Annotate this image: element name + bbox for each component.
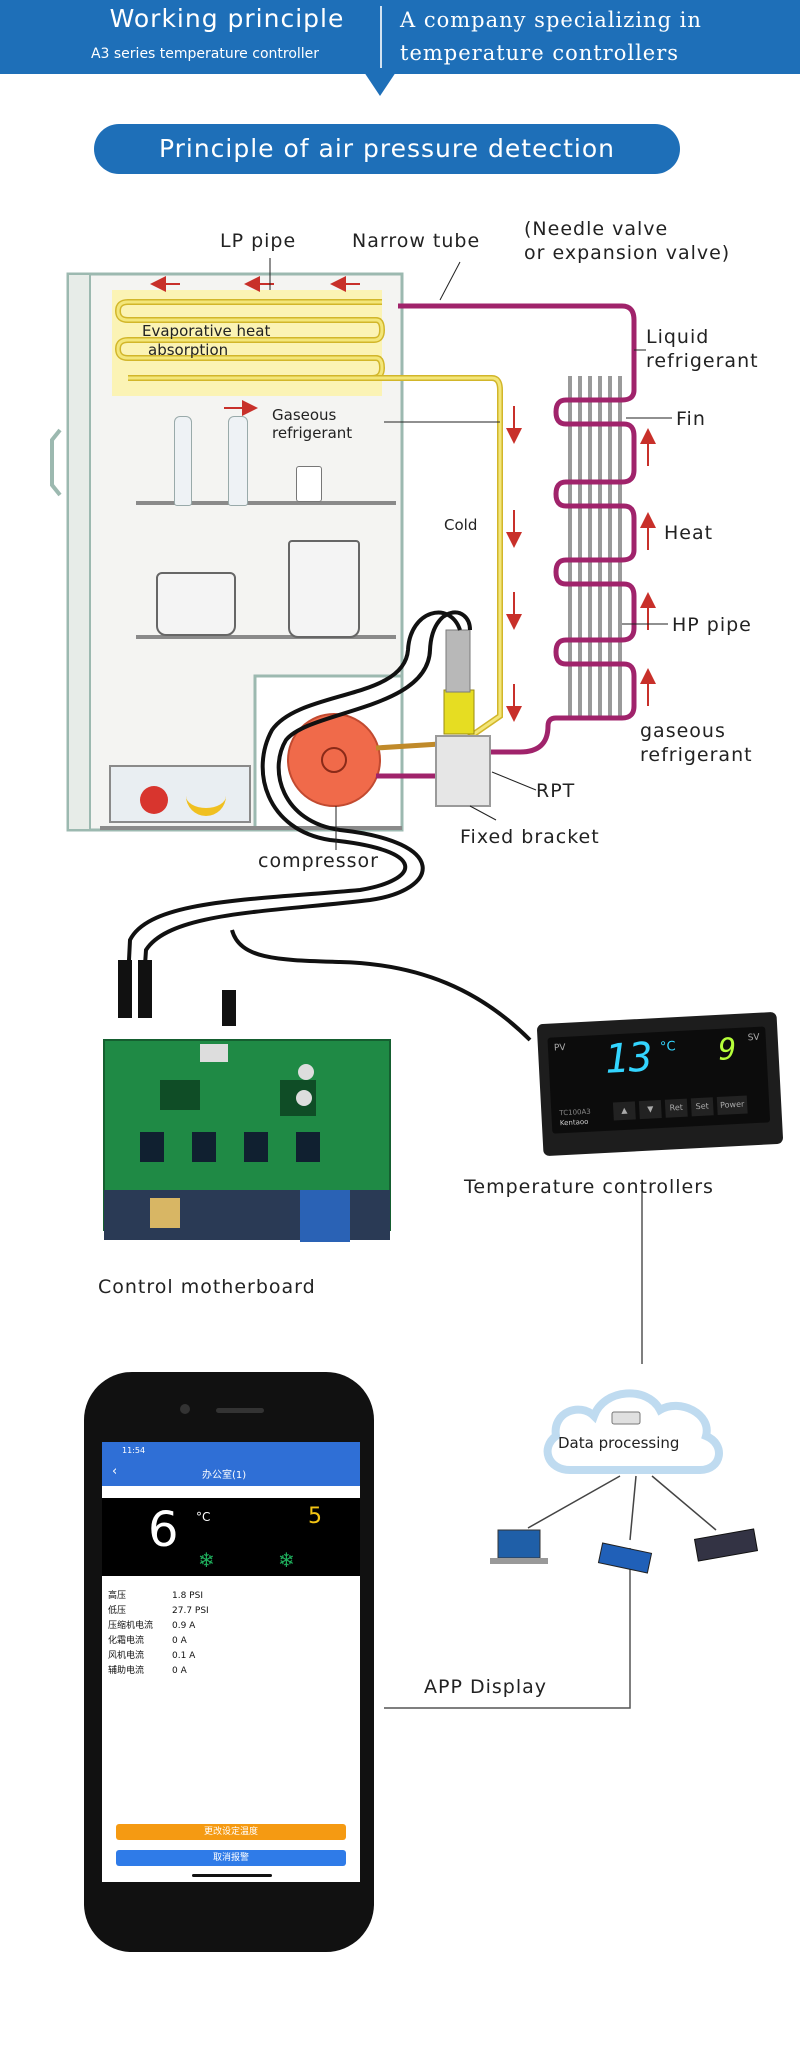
label-valve-line-1: (Needle valve (524, 218, 669, 240)
apple-icon (140, 786, 168, 814)
tagline-line-1: A company specializing in (400, 8, 702, 32)
control-motherboard (103, 1039, 391, 1242)
phone-time: 11:54 (122, 1446, 146, 1455)
crisper-drawer (109, 765, 251, 823)
controller-brand: Kentaoo (559, 1117, 589, 1128)
controller-power-button[interactable]: Power (716, 1095, 748, 1116)
header-title: Working principle (109, 4, 345, 33)
banana-icon (186, 782, 226, 816)
header-tagline: A company specializing in temperature co… (400, 4, 795, 70)
controller-set-button[interactable]: Set (690, 1097, 714, 1117)
hp-pipe (398, 303, 637, 755)
temperature-controller: PV SV 13 °C 9 TC100A3 Kentaoo ▲ ▼ Ret Se… (536, 1011, 784, 1157)
label-rpt: RPT (536, 780, 576, 802)
controller-up-button[interactable]: ▲ (612, 1101, 636, 1121)
controller-sv-value: 9 (717, 1031, 738, 1068)
controller-model: TC100A3 (559, 1107, 591, 1118)
phone-temp-panel: 6 °C 5 ❄ ❄ (102, 1498, 360, 1576)
label-cold: Cold (444, 516, 478, 534)
label-gaseous2-line-2: refrigerant (640, 744, 753, 766)
stock-pot-icon (288, 540, 360, 638)
condenser-fins (568, 376, 622, 720)
change-setpoint-button[interactable]: 更改设定温度 (116, 1824, 346, 1840)
cable-connector (222, 990, 236, 1026)
controller-buttons: ▲ ▼ Ret Set Power (612, 1095, 748, 1121)
label-liquid-line-1: Liquid (646, 326, 710, 348)
label-temperature-controllers: Temperature controllers (464, 1176, 714, 1198)
label-app-display: APP Display (424, 1676, 547, 1698)
phone-camera (180, 1404, 190, 1414)
controller-ret-button[interactable]: Ret (664, 1098, 688, 1118)
bottle-icon (228, 416, 248, 506)
smartphone-icon (597, 1542, 653, 1574)
header-divider (380, 6, 382, 68)
label-control-motherboard: Control motherboard (98, 1276, 316, 1298)
controller-pv-unit: °C (659, 1039, 677, 1055)
tablet-icon (693, 1528, 759, 1562)
rpt-sensor (435, 629, 491, 807)
home-indicator (192, 1874, 272, 1877)
label-gaseous-line-2: refrigerant (272, 424, 353, 442)
phone-temp-value: 6 (148, 1502, 179, 1558)
section-title: Principle of air pressure detection (94, 124, 680, 174)
controller-pv-value: 13 (603, 1034, 654, 1083)
back-icon[interactable]: ‹ (112, 1464, 118, 1479)
pot-icon (156, 572, 236, 636)
phone-temp-unit: °C (196, 1510, 211, 1524)
cancel-alarm-button[interactable]: 取消报警 (116, 1850, 346, 1866)
controller-display: PV SV 13 °C 9 TC100A3 Kentaoo ▲ ▼ Ret Se… (547, 1026, 771, 1134)
sensor-cable (126, 610, 462, 981)
laptop-icon (490, 1529, 548, 1564)
label-compressor: compressor (258, 850, 379, 872)
phone-speaker (216, 1408, 264, 1413)
label-fin: Fin (676, 408, 706, 430)
label-liquid-line-2: refrigerant (646, 350, 759, 372)
label-gaseous-line-1: Gaseous (272, 406, 337, 424)
cable-connector (118, 960, 132, 1018)
label-fixed-bracket: Fixed bracket (460, 826, 600, 848)
label-valve-line-2: or expansion valve) (524, 242, 731, 264)
controller-sv-label: SV (747, 1032, 760, 1044)
bottle-icon (174, 416, 192, 506)
label-lp-pipe: LP pipe (220, 230, 297, 252)
label-gaseous2-line-1: gaseous (640, 720, 726, 742)
fridge-handle (50, 428, 62, 497)
header-subtitle: A3 series temperature controller (90, 46, 320, 62)
label-heat: Heat (664, 522, 714, 544)
snowflake-icon: ❄ (278, 1548, 295, 1572)
controller-pv-label: PV (553, 1042, 566, 1054)
phone-nav-bar: ‹ 办公室(1) (102, 1460, 360, 1486)
label-evap-line-1: Evaporative heat (142, 322, 271, 340)
compressor (287, 713, 441, 807)
label-data-processing: Data processing (558, 1434, 680, 1452)
header-pointer-arrow (364, 72, 396, 96)
controller-down-button[interactable]: ▼ (638, 1099, 662, 1120)
controller-cable (230, 929, 532, 1042)
cable-connector (138, 960, 152, 1018)
header-banner (0, 0, 800, 74)
phone-page-title: 办公室(1) (202, 1470, 247, 1481)
tagline-line-2: temperature controllers (400, 41, 680, 65)
snowflake-icon: ❄ (198, 1548, 215, 1572)
phone-status-bar: 11:54 (102, 1442, 360, 1460)
label-hp-pipe: HP pipe (672, 614, 752, 636)
phone-set-value: 5 (308, 1504, 322, 1529)
cloud-icon (543, 1389, 723, 1474)
label-evap-line-2: absorption (148, 341, 229, 359)
mug-icon (296, 466, 322, 502)
label-narrow-tube: Narrow tube (352, 230, 481, 252)
